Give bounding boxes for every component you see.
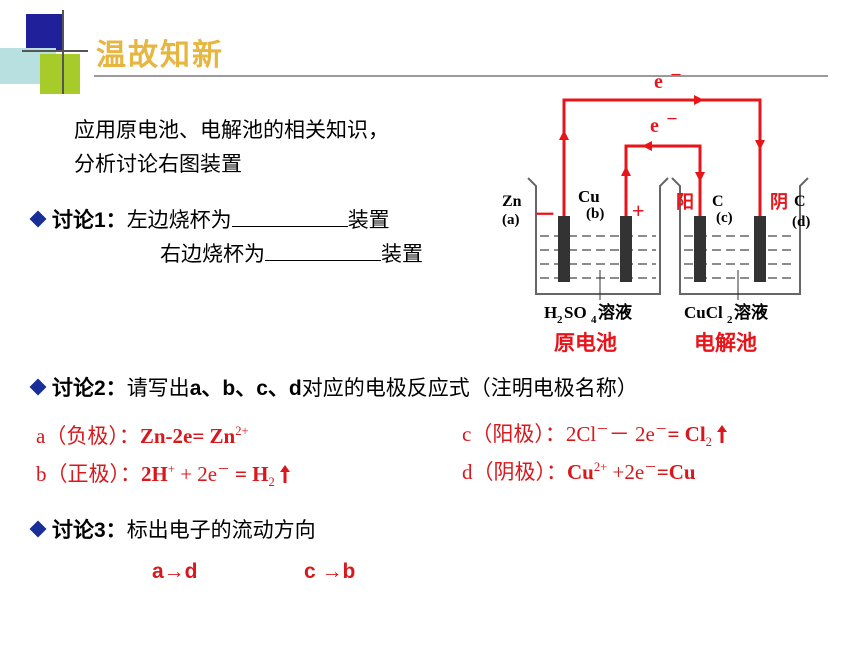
equation-c-minus2: － (654, 422, 668, 436)
label-minus: － (534, 202, 556, 227)
bullet-diamond-icon (29, 210, 47, 228)
equation-a-charge: 2+ (235, 424, 249, 438)
title-divider (94, 75, 828, 77)
discussion-2-prefix: 讨论2： (52, 377, 127, 400)
outer-wire (559, 95, 765, 220)
corner-horizontal-line (22, 50, 88, 52)
equation-d-label: d（阴极）： (462, 460, 567, 484)
discussion-3: 讨论3：标出电子的流动方向 (28, 514, 316, 544)
intro-line-1: 应用原电池、电解池的相关知识， (74, 118, 389, 142)
equation-c-sub: 2 (705, 435, 712, 450)
equation-c-body: 2Cl (565, 422, 597, 446)
solution-left-h: H (544, 303, 557, 322)
discussion-3-prefix: 讨论3： (52, 519, 127, 542)
electrochem-diagram: e － e － Zn (a) － Cu (b) + 阳 C (c) 阴 C (d… (502, 68, 810, 355)
discussion-2-text-post: 对应的电极反应式（注明电极名称） (301, 376, 638, 400)
electrode-d (754, 216, 766, 282)
caption-electrolytic-cell: 电解池 (694, 331, 757, 355)
equation-d-eq: =Cu (656, 460, 696, 484)
equation-a-label: a（负极）： (36, 424, 140, 448)
corner-square-navy (26, 14, 62, 50)
discussion-1-left-text: 左边烧杯为 (126, 208, 232, 232)
solution-left-so: SO (564, 303, 587, 322)
electrode-a (558, 216, 570, 282)
label-zn: Zn (502, 193, 522, 210)
answer-blank-right[interactable] (265, 242, 381, 261)
equation-d-body: Cu (567, 460, 594, 484)
solution-right-cucl: CuCl (684, 303, 723, 322)
electron-sign-top: － (670, 68, 682, 82)
equation-b-sub: 2 (268, 475, 275, 490)
equation-b-body: 2H (141, 462, 168, 486)
corner-square-lime (40, 54, 80, 94)
inner-wire (621, 141, 705, 220)
solution-right-word: 溶液 (734, 302, 768, 322)
discussion-1-prefix: 讨论1： (52, 209, 127, 232)
equation-b: b（正极）：2H+ + 2e－ = H2 (36, 458, 291, 490)
electron-label-inner: e (650, 115, 659, 137)
equation-c: c（阳极）：2Cl－－ 2e－= Cl2 (462, 418, 728, 450)
equation-d-charge: 2+ (593, 460, 608, 474)
label-carbon-c: C (712, 193, 724, 210)
label-c: (c) (716, 210, 733, 226)
answer-blank-left[interactable] (231, 208, 348, 227)
solution-right-label: CuCl 2 溶液 (684, 302, 768, 326)
caption-galvanic-cell: 原电池 (554, 331, 617, 355)
discussion-1-line-2: 右边烧杯为 装置 (160, 238, 423, 268)
label-plus: + (632, 198, 645, 223)
bullet-diamond-icon (29, 378, 47, 396)
discussion-3-text: 标出电子的流动方向 (126, 518, 316, 542)
electron-label-top: e (654, 71, 663, 93)
discussion-2-text-pre: 请写出 (126, 376, 190, 400)
corner-vertical-line (62, 10, 64, 94)
equation-b-eq: = H (229, 462, 269, 486)
up-arrow-icon (712, 422, 728, 446)
equation-c-mid: － 2e (608, 422, 655, 446)
intro-line-2: 分析讨论右图装置 (74, 152, 242, 176)
discussion-1-left-suffix: 装置 (347, 208, 390, 232)
label-carbon-d: C (794, 193, 806, 210)
equation-c-label: c（阳极）： (462, 422, 566, 446)
solution-left-2: 2 (557, 314, 563, 326)
solution-right-2: 2 (727, 314, 733, 326)
label-a: (a) (502, 212, 520, 228)
equation-a-eq: = Zn (192, 424, 236, 448)
solution-left-label: H 2 SO 4 溶液 (544, 302, 632, 326)
bullet-diamond-icon (29, 520, 47, 538)
equation-c-minus: － (596, 422, 609, 436)
answer-a-to-d: a→d (152, 560, 198, 583)
label-b: (b) (586, 206, 604, 222)
electron-sign-inner: － (666, 112, 678, 126)
equation-b-mid: + 2e (174, 462, 218, 486)
equation-c-eq: = Cl (667, 422, 706, 446)
equation-b-sup: + (167, 462, 175, 476)
label-cu: Cu (578, 187, 600, 206)
equation-b-label: b（正极）： (36, 462, 141, 486)
discussion-1-right-suffix: 装置 (381, 242, 423, 266)
discussion-2: 讨论2：请写出a、b、c、d对应的电极反应式（注明电极名称） (28, 372, 638, 402)
equation-d: d（阴极）：Cu2+ +2e－=Cu (462, 456, 696, 486)
discussion-1-line-1: 讨论1：左边烧杯为 装置 (28, 204, 390, 234)
label-cathode: 阴 (770, 192, 788, 212)
solution-left-word: 溶液 (598, 302, 632, 322)
electrode-b (620, 216, 632, 282)
slide-title: 温故知新 (96, 38, 224, 73)
equation-d-mid: +2e (607, 460, 645, 484)
solution-left-4: 4 (591, 314, 597, 326)
up-arrow-icon (275, 462, 291, 486)
label-anode: 阳 (676, 192, 694, 212)
equation-a: a（负极）：Zn-2e= Zn2+ (36, 420, 249, 450)
discussion-2-letters: a、b、c、d (189, 377, 302, 400)
discussion-1-right-text: 右边烧杯为 (160, 242, 265, 266)
equation-d-minus: － (644, 460, 657, 474)
electrode-c (694, 216, 706, 282)
equation-a-body: Zn-2e (139, 424, 193, 448)
label-d: (d) (792, 214, 810, 230)
answer-c-to-b: c →b (304, 560, 356, 583)
equation-b-minus: － (217, 462, 230, 476)
